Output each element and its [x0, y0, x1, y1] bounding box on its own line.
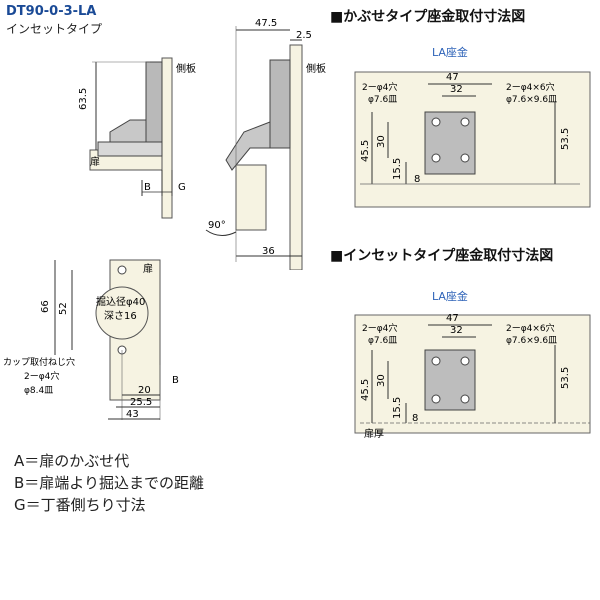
screw-label-1: カップ取付ねじ穴	[3, 356, 75, 368]
hinge-cup-left	[97, 141, 163, 157]
mounting-plate-overlay-diagram: 47 32 2ーφ4穴 φ7.6皿 2ーφ4×6穴 φ7.6×9.6皿 45.5…	[354, 71, 591, 208]
model-subtitle: インセットタイプ	[6, 22, 103, 36]
label-b-side: B	[144, 182, 151, 193]
angle-label: 90°	[208, 220, 226, 231]
dim-47-overlay: 47	[446, 72, 459, 83]
dim-43: 43	[126, 409, 139, 420]
dim-475: 47.5	[255, 18, 277, 29]
right-hole-2-overlay: φ7.6×9.6皿	[506, 95, 557, 105]
dim-36: 36	[262, 246, 275, 257]
screw-hole-top	[117, 265, 127, 275]
label-door-side: 扉	[90, 155, 100, 168]
dim-47-inset: 47	[446, 313, 459, 324]
dim-535-overlay: 53.5	[560, 128, 571, 150]
label-side-panel-1: 側板	[176, 62, 196, 75]
dim-25: 2.5	[296, 30, 312, 41]
dim-66: 66	[40, 300, 51, 313]
left-hole-2-inset: φ7.6皿	[368, 336, 397, 346]
label-side-panel-2: 側板	[306, 62, 326, 75]
hinge-plate-right	[269, 59, 291, 149]
side-panel-left	[161, 57, 173, 219]
label-g-side: G	[178, 182, 186, 193]
dim-52: 52	[58, 302, 69, 315]
cup-boring-diagram: 扉 66 52 掘込径φ40 深さ16 カップ取付ねじ穴 2ーφ4穴 φ8.4皿…	[3, 259, 179, 420]
dim-30-overlay: 30	[376, 135, 387, 148]
cup-boring-circle	[95, 286, 149, 340]
legend-a: A＝扉のかぶせ代	[14, 452, 130, 470]
dim-155-overlay: 15.5	[392, 158, 403, 180]
dim-535-inset: 53.5	[560, 367, 571, 389]
label-b-cup: B	[172, 375, 179, 386]
dim-32-inset: 32	[450, 325, 463, 336]
dim-8-overlay: 8	[414, 174, 420, 185]
dim-20: 20	[138, 385, 151, 396]
right-hole-1-inset: 2ーφ4×6穴	[506, 322, 555, 334]
dim-255: 25.5	[130, 397, 152, 408]
section-title-inset: ■インセットタイプ座金取付寸法図	[330, 248, 554, 264]
boring-diameter: 掘込径φ40	[96, 295, 145, 308]
door-thickness-label: 扉厚	[364, 427, 384, 440]
left-hole-1-inset: 2ーφ4穴	[362, 322, 397, 334]
left-hole-1-overlay: 2ーφ4穴	[362, 81, 397, 93]
dim-635: 63.5	[78, 88, 89, 110]
section-title-overlay: ■かぶせタイプ座金取付寸法図	[330, 9, 526, 25]
hinge-plate-left	[145, 61, 163, 149]
right-hole-1-overlay: 2ーφ4×6穴	[506, 81, 555, 93]
model-title: DT90-0-3-LA	[6, 4, 97, 19]
right-hole-2-inset: φ7.6×9.6皿	[506, 336, 557, 346]
dim-8-inset: 8	[412, 413, 418, 424]
mounting-plate-inset-diagram: 47 32 2ーφ4穴 φ7.6皿 2ーφ4×6穴 φ7.6×9.6皿 45.5…	[354, 313, 591, 440]
side-view-diagram: 47.5 2.5 63.5 側板 側板 扉 B G 90° 36	[78, 18, 326, 270]
la-label-inset: LA座金	[432, 290, 468, 303]
dim-455-overlay: 45.5	[360, 140, 371, 162]
dim-455-inset: 45.5	[360, 379, 371, 401]
dim-32-overlay: 32	[450, 84, 463, 95]
screw-label-3: φ8.4皿	[24, 386, 53, 396]
side-panel-right	[289, 44, 303, 270]
legend-b: B＝扉端より掘込までの距離	[14, 474, 204, 492]
dim-155-inset: 15.5	[392, 397, 403, 419]
la-label-overlay: LA座金	[432, 46, 468, 59]
screw-label-2: 2ーφ4穴	[24, 370, 59, 382]
legend-g: G＝丁番側ちり寸法	[14, 496, 146, 514]
boring-depth: 深さ16	[104, 310, 137, 322]
door-right-open	[235, 164, 267, 231]
dim-30-inset: 30	[376, 374, 387, 387]
label-door-cup: 扉	[143, 262, 153, 275]
left-hole-2-overlay: φ7.6皿	[368, 95, 397, 105]
